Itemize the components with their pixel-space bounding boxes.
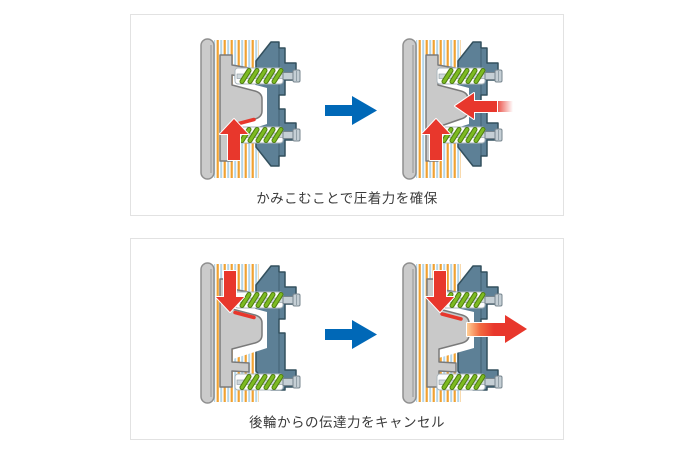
figure-panel-release: 後輪からの伝達力をキャンセル (130, 238, 564, 440)
contact-highlight-line (233, 310, 256, 320)
contact-highlight-line (440, 312, 463, 321)
left-force-arrow-icon (454, 92, 513, 120)
diagram-release-before (195, 259, 311, 407)
diagram-release-after (397, 259, 537, 407)
pressure-plate (200, 38, 215, 180)
pressure-plate (402, 38, 417, 180)
pressure-plate (402, 262, 417, 404)
diagram-engage-before (195, 35, 311, 183)
diagram-engage-after (397, 35, 537, 183)
figure-panel-engage: かみこむことで圧着力を確保 (130, 14, 564, 216)
transition-arrow-icon (325, 318, 381, 350)
panel-caption: かみこむことで圧着力を確保 (256, 190, 438, 206)
right-force-arrow-icon (466, 314, 528, 344)
pressure-plate (200, 262, 215, 404)
transition-arrow-icon (325, 94, 381, 126)
panel-caption: 後輪からの伝達力をキャンセル (249, 414, 445, 430)
